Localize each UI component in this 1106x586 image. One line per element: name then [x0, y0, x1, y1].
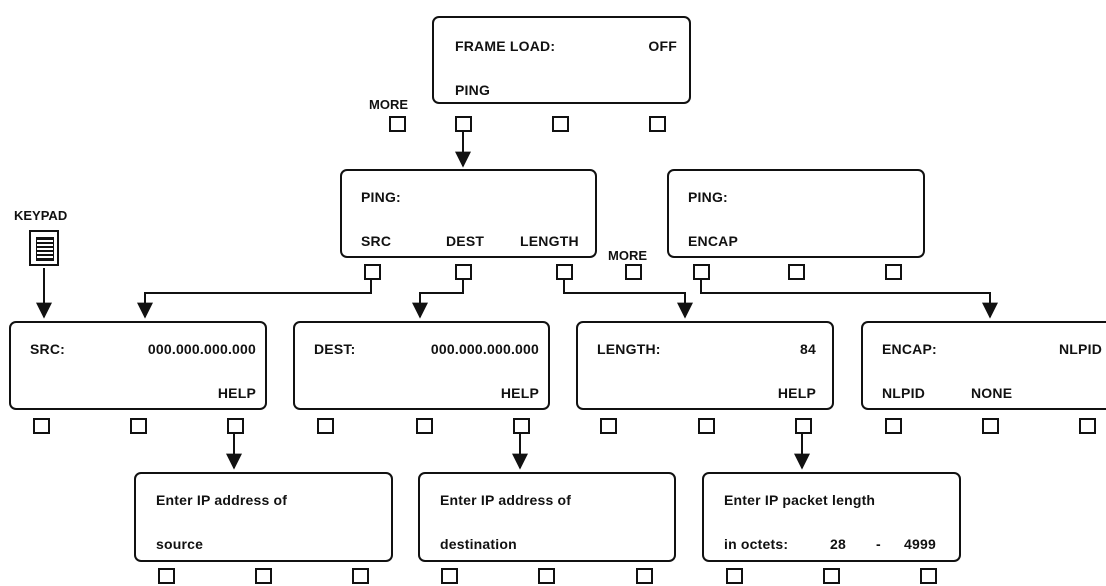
encap-display: ENCAP: NLPID NLPID NONE — [861, 321, 1106, 410]
help-src-line2: source — [156, 536, 204, 552]
dest-help-label: HELP — [500, 385, 539, 401]
help-dest-display: Enter IP address of destination — [418, 472, 676, 562]
encap-label: ENCAP: — [882, 341, 937, 357]
encap-softkey-nlpid[interactable] — [885, 418, 902, 434]
src-help-label: HELP — [217, 385, 256, 401]
encap-value: NLPID — [1059, 341, 1102, 357]
help-length-softkey-3[interactable] — [920, 568, 937, 584]
dest-softkey-help[interactable] — [513, 418, 530, 434]
help-dest-softkey-3[interactable] — [636, 568, 653, 584]
more-softkey-top[interactable] — [389, 116, 406, 132]
encap-option-nlpid: NLPID — [882, 385, 925, 401]
src-softkey-2[interactable] — [130, 418, 147, 434]
ping2-softkey-encap[interactable] — [693, 264, 710, 280]
encap-option-none: NONE — [971, 385, 1013, 401]
length-softkey-help[interactable] — [795, 418, 812, 434]
length-softkey-2[interactable] — [698, 418, 715, 434]
dest-softkey-1[interactable] — [317, 418, 334, 434]
ping2-softkey-3[interactable] — [885, 264, 902, 280]
src-softkey-help[interactable] — [227, 418, 244, 434]
frame-softkey-3[interactable] — [649, 116, 666, 132]
encap-softkey-3[interactable] — [1079, 418, 1096, 434]
frame-softkey-2[interactable] — [552, 116, 569, 132]
ping2-encap-label: ENCAP — [688, 233, 739, 249]
dest-label: DEST: — [314, 341, 356, 357]
length-label: LENGTH: — [597, 341, 661, 357]
help-src-softkey-3[interactable] — [352, 568, 369, 584]
help-src-softkey-1[interactable] — [158, 568, 175, 584]
arrow-ping-dest — [412, 279, 464, 319]
frame-softkey-1[interactable] — [455, 116, 472, 132]
src-softkey-1[interactable] — [33, 418, 50, 434]
length-display: LENGTH: 84 HELP — [576, 321, 834, 410]
dest-value: 000.000.000.000 — [430, 341, 539, 357]
help-length-line2-label: in octets: — [724, 536, 789, 552]
more-label-top: MORE — [369, 97, 408, 112]
help-src-softkey-2[interactable] — [255, 568, 272, 584]
frame-load-value: OFF — [648, 38, 677, 54]
ping2-title: PING: — [688, 189, 728, 205]
arrow-ping-src — [137, 279, 372, 319]
ping1-length-label: LENGTH — [520, 233, 579, 249]
help-length-min: 28 — [830, 536, 846, 552]
arrow-ping-encap — [700, 279, 998, 319]
ping-softkey-dest[interactable] — [455, 264, 472, 280]
help-dest-softkey-2[interactable] — [538, 568, 555, 584]
ping1-title: PING: — [361, 189, 401, 205]
keypad-label: KEYPAD — [14, 208, 68, 223]
frame-load-title: FRAME LOAD: — [455, 38, 556, 54]
help-length-softkey-2[interactable] — [823, 568, 840, 584]
help-src-line1: Enter IP address of — [156, 492, 288, 508]
length-softkey-1[interactable] — [600, 418, 617, 434]
src-label: SRC: — [30, 341, 66, 357]
more-label-mid: MORE — [608, 248, 647, 263]
help-dest-softkey-1[interactable] — [441, 568, 458, 584]
ping-display-2: PING: ENCAP — [667, 169, 925, 258]
help-length-dash: - — [876, 536, 881, 552]
help-dest-line1: Enter IP address of — [440, 492, 572, 508]
help-length-max: 4999 — [904, 536, 936, 552]
ping1-src-label: SRC — [361, 233, 392, 249]
length-help-label: HELP — [777, 385, 816, 401]
ping1-dest-label: DEST — [446, 233, 485, 249]
src-display: SRC: 000.000.000.000 HELP — [9, 321, 267, 410]
ping-softkey-length[interactable] — [556, 264, 573, 280]
encap-softkey-none[interactable] — [982, 418, 999, 434]
more-softkey-mid[interactable] — [625, 264, 642, 280]
frame-load-display: FRAME LOAD: OFF PING — [432, 16, 691, 104]
frame-load-option: PING — [455, 82, 491, 98]
help-length-display: Enter IP packet length in octets: 28 - 4… — [702, 472, 961, 562]
ping2-softkey-2[interactable] — [788, 264, 805, 280]
dest-softkey-2[interactable] — [416, 418, 433, 434]
src-value: 000.000.000.000 — [147, 341, 256, 357]
ping-display-1: PING: SRC DEST LENGTH — [340, 169, 597, 258]
dest-display: DEST: 000.000.000.000 HELP — [293, 321, 550, 410]
ping-softkey-src[interactable] — [364, 264, 381, 280]
keypad-icon — [29, 230, 59, 266]
help-length-softkey-1[interactable] — [726, 568, 743, 584]
arrow-ping-length — [563, 279, 693, 319]
help-src-display: Enter IP address of source — [134, 472, 393, 562]
help-dest-line2: destination — [440, 536, 517, 552]
help-length-line1: Enter IP packet length — [724, 492, 876, 508]
length-value: 84 — [800, 341, 816, 357]
